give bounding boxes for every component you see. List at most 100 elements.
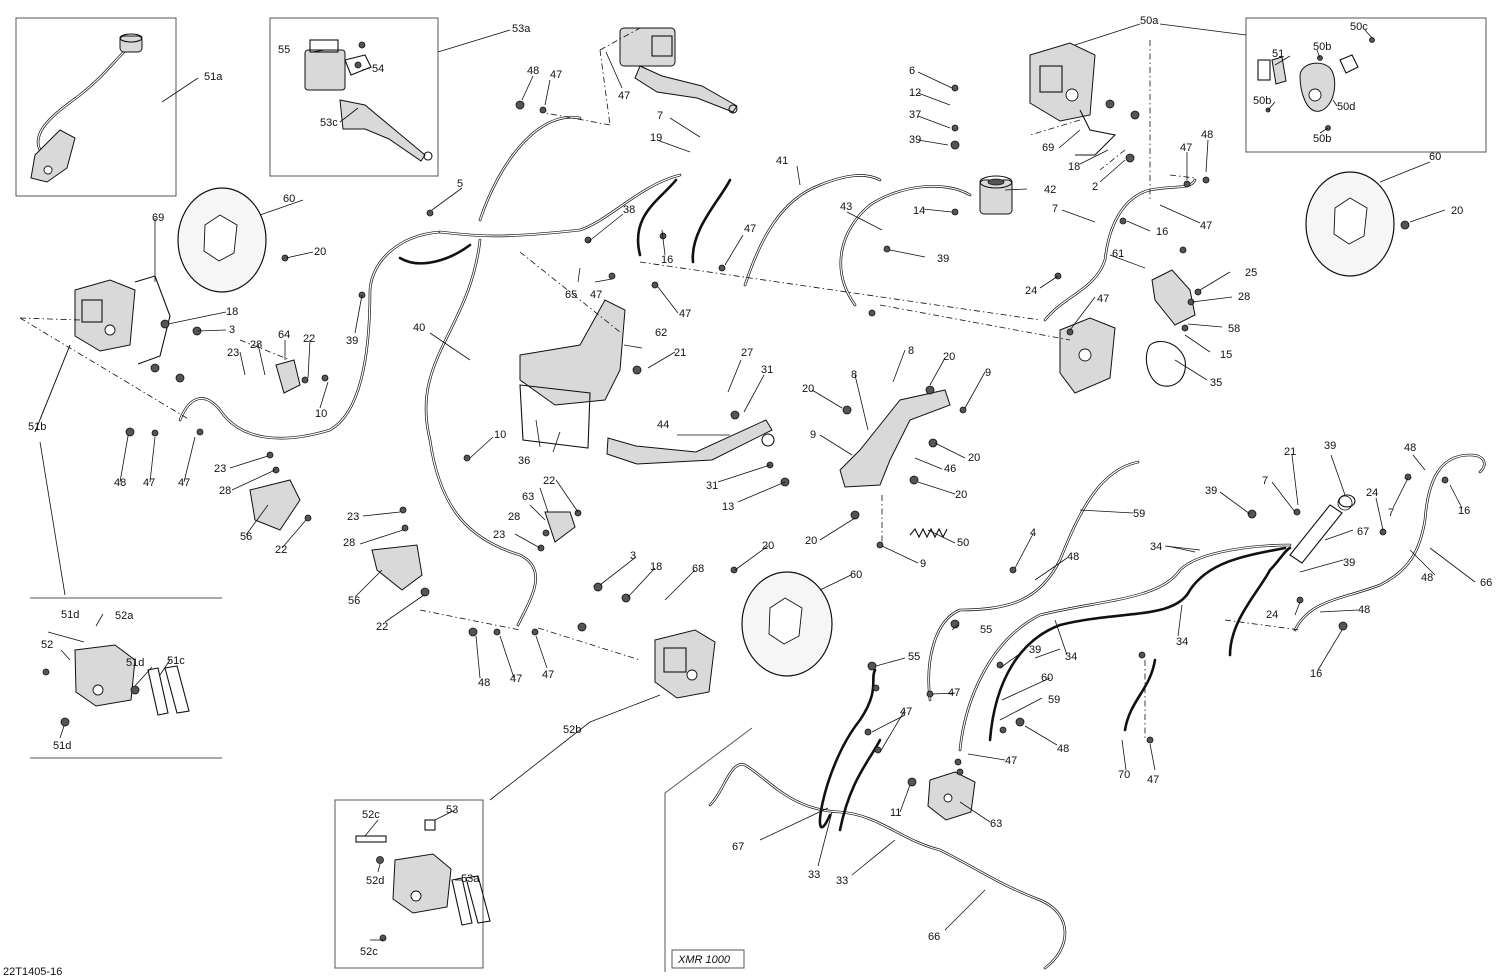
inset-52-box xyxy=(334,799,484,969)
callout-69: 67 xyxy=(732,841,744,853)
callout-62-b: 60 xyxy=(850,569,862,581)
callout-10-b: 10 xyxy=(494,429,506,441)
pedal-bracket-44 xyxy=(839,389,951,488)
callout-52c: 53 xyxy=(446,804,458,816)
callout-50a-c: 50b xyxy=(1313,133,1331,145)
hydraulic-unit-61 xyxy=(927,771,976,821)
callout-53c: 55 xyxy=(278,44,290,56)
callout-45-i: 47 xyxy=(744,223,756,235)
callout-14: 14 xyxy=(913,205,925,217)
caliper-50 xyxy=(1029,42,1117,156)
callout-27-b: 28 xyxy=(219,485,231,497)
callout-18-b: 18 xyxy=(650,561,662,573)
brake-disc-62-center xyxy=(741,571,833,677)
callout-73: 70 xyxy=(1118,769,1130,781)
callout-45-n: 47 xyxy=(900,706,912,718)
callout-9-c: 9 xyxy=(920,558,926,570)
callout-56: 58 xyxy=(1228,323,1240,335)
callout-47-e: 48 xyxy=(1057,743,1069,755)
callout-28-a: 31 xyxy=(761,364,773,376)
callout-32-a: 34 xyxy=(1150,541,1162,553)
fasteners xyxy=(125,84,1449,787)
callout-7-a: 7 xyxy=(657,110,663,122)
callout-35: 37 xyxy=(909,109,921,121)
master-cylinder-53a-assembly xyxy=(304,39,433,162)
callout-51b-a: 51d xyxy=(61,609,79,621)
callout-22-d: 22 xyxy=(376,621,388,633)
callout-22-b: 22 xyxy=(275,544,287,556)
callout-3-a: 3 xyxy=(229,324,235,336)
callout-45-g: 47 xyxy=(590,289,602,301)
callout-52a-a: 52c xyxy=(362,809,380,821)
sleeve-70 xyxy=(1289,494,1356,564)
brake-disc-62-upper-right xyxy=(1305,171,1395,277)
spring-48 xyxy=(909,527,948,539)
callout-70: 67 xyxy=(1357,526,1369,538)
model-tag-box xyxy=(671,949,745,969)
callout-11: 11 xyxy=(890,807,901,819)
callout-72-b: 69 xyxy=(1042,142,1054,154)
callout-45-a: 47 xyxy=(550,69,562,81)
callout-38-d: 39 xyxy=(1205,485,1217,497)
callout-43: 44 xyxy=(657,419,669,431)
brake-disc-62-upper-left xyxy=(177,187,267,293)
callout-50d: 51 xyxy=(1272,48,1284,60)
callout-38-a: 39 xyxy=(346,335,358,347)
callout-24-a: 24 xyxy=(1025,285,1037,297)
callout-55-b: 56 xyxy=(348,595,360,607)
callout-45-h: 47 xyxy=(679,308,691,320)
brake-pedal-43 xyxy=(606,419,775,465)
callout-68: 66 xyxy=(928,931,940,943)
callout-45-j: 47 xyxy=(1180,142,1192,154)
callout-49: 51a xyxy=(204,71,223,83)
callout-23-c: 23 xyxy=(493,529,505,541)
callout-45-d: 47 xyxy=(178,477,190,489)
callout-59: 60 xyxy=(1041,672,1053,684)
callout-64: 63 xyxy=(522,491,534,503)
brake-lines xyxy=(178,115,1486,970)
callout-41: 42 xyxy=(1044,184,1056,196)
callout-45-b: 47 xyxy=(618,90,630,102)
callout-16-b: 16 xyxy=(1156,226,1168,238)
callout-34: 36 xyxy=(518,455,530,467)
callout-23-a: 23 xyxy=(227,347,239,359)
reservoir-41 xyxy=(979,175,1013,215)
callout-58: 59 xyxy=(1133,508,1145,520)
callout-40: 41 xyxy=(776,155,788,167)
callout-39: 40 xyxy=(413,322,425,334)
callout-9-a: 9 xyxy=(985,367,991,379)
callout-52: 52b xyxy=(563,724,581,736)
callout-23-b: 23 xyxy=(214,463,226,475)
callout-24-c: 24 xyxy=(1366,487,1378,499)
callout-20-a: 20 xyxy=(314,246,326,258)
callout-8-b: 8 xyxy=(851,369,857,381)
callout-17-c: 20 xyxy=(968,452,980,464)
callout-18-c: 18 xyxy=(1068,161,1080,173)
callout-46-b: 48 xyxy=(1358,604,1370,616)
caliper-52 xyxy=(654,629,716,699)
callout-62-c: 60 xyxy=(1429,151,1441,163)
callout-51b-b: 51d xyxy=(126,657,144,669)
callout-45-l: 47 xyxy=(1097,293,1109,305)
callout-57: 59 xyxy=(1048,694,1060,706)
reservoir-guard-34 xyxy=(519,384,591,449)
callout-47-a: 48 xyxy=(527,65,539,77)
callout-38-b: 39 xyxy=(937,253,949,265)
callout-24-b: 24 xyxy=(1266,609,1278,621)
callout-7-b: 7 xyxy=(1052,203,1058,215)
callout-44: 46 xyxy=(944,463,956,475)
callout-13: 13 xyxy=(722,501,734,513)
callout-5: 5 xyxy=(457,178,463,190)
callout-19: 19 xyxy=(650,132,662,144)
callout-12: 12 xyxy=(909,87,921,99)
callout-27-e: 28 xyxy=(1238,291,1250,303)
callout-46-a: 48 xyxy=(1067,551,1079,563)
callout-50: 50a xyxy=(1140,15,1159,27)
callout-72-a: 69 xyxy=(152,212,164,224)
callout-17-b: 20 xyxy=(802,383,814,395)
callout-45-k: 47 xyxy=(1200,220,1212,232)
callout-51c: 52 xyxy=(41,639,53,651)
callout-27-a: 28 xyxy=(250,339,262,351)
bracket-64 xyxy=(544,511,576,543)
callout-45-o: 47 xyxy=(1005,755,1017,767)
